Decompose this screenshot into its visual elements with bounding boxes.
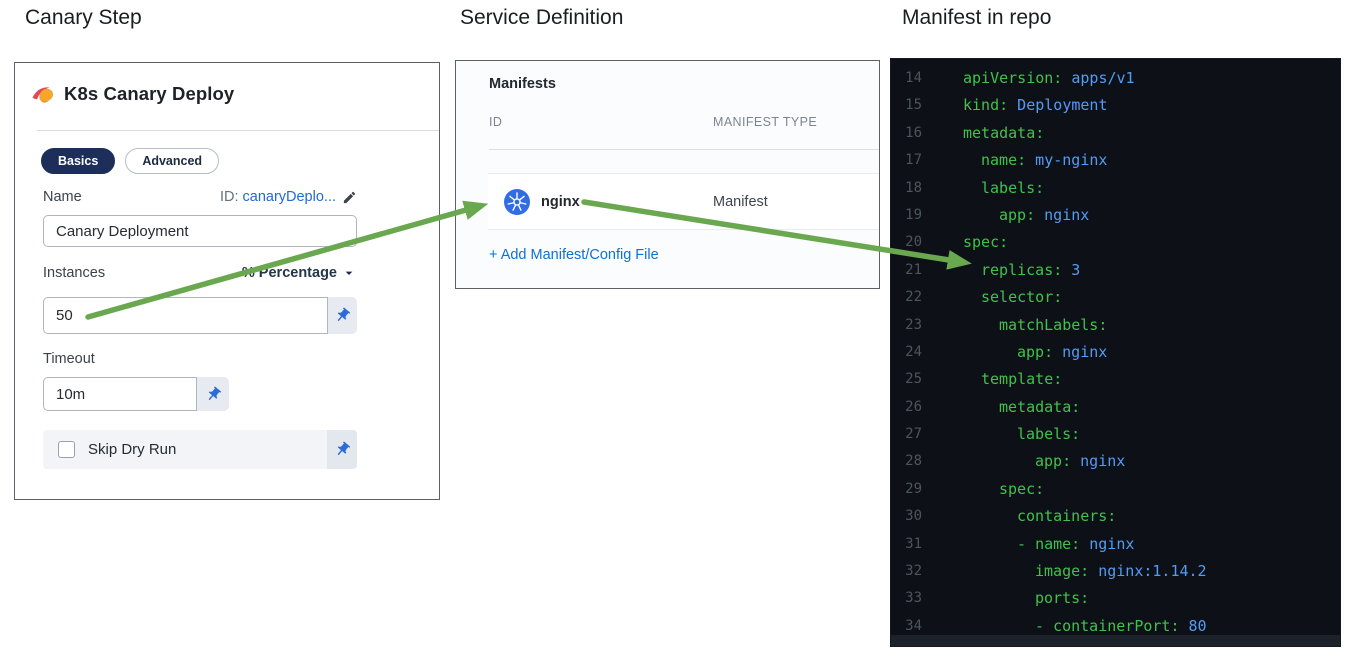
name-label: Name bbox=[43, 189, 82, 205]
table-divider bbox=[489, 149, 879, 150]
manifest-id-cell: nginx bbox=[541, 193, 580, 210]
column-id: ID bbox=[489, 115, 503, 129]
tab-advanced[interactable]: Advanced bbox=[125, 148, 220, 174]
step-heading: K8s Canary Deploy bbox=[64, 83, 235, 104]
tab-basics[interactable]: Basics bbox=[41, 148, 116, 174]
name-field-row: Name ID: canaryDeplo... bbox=[43, 189, 357, 205]
kubernetes-icon bbox=[504, 188, 530, 215]
step-header: K8s Canary Deploy bbox=[32, 83, 234, 105]
step-id-link[interactable]: ID: canaryDeplo... bbox=[220, 189, 357, 205]
canary-step-panel: K8s Canary Deploy Basics Advanced Name I… bbox=[14, 62, 440, 500]
instances-input-group: 50 bbox=[43, 297, 357, 334]
add-manifest-link[interactable]: + Add Manifest/Config File bbox=[489, 247, 659, 263]
service-definition-panel: Manifests ID MANIFEST TYPE bbox=[455, 60, 880, 289]
skip-dry-run-row: Skip Dry Run bbox=[43, 430, 357, 469]
manifest-table-header: ID MANIFEST TYPE bbox=[489, 115, 863, 129]
skip-dry-run-checkbox[interactable] bbox=[58, 441, 75, 458]
timeout-field-row: Timeout bbox=[43, 351, 357, 367]
manifest-type-cell: Manifest bbox=[713, 193, 768, 210]
instances-pin-button[interactable] bbox=[328, 297, 357, 334]
timeout-input[interactable]: 10m bbox=[43, 377, 197, 411]
service-definition-title: Service Definition bbox=[460, 6, 624, 29]
manifest-row-nginx[interactable]: nginx Manifest bbox=[488, 173, 879, 230]
skip-dry-run-label: Skip Dry Run bbox=[88, 441, 177, 458]
code-line-name: 31- name: nginx bbox=[905, 534, 1135, 553]
canary-step-title: Canary Step bbox=[25, 6, 142, 29]
instances-unit-dropdown[interactable]: % Percentage bbox=[242, 265, 357, 281]
code-line-containerPort: 34- containerPort: 80 bbox=[905, 616, 1207, 635]
instances-label: Instances bbox=[43, 265, 106, 281]
instances-input[interactable]: 50 bbox=[43, 297, 328, 334]
canary-bird-icon bbox=[32, 83, 56, 105]
name-input[interactable]: Canary Deployment bbox=[43, 215, 357, 247]
id-prefix: ID: bbox=[219, 189, 239, 205]
timeout-pin-button[interactable] bbox=[197, 377, 229, 411]
instances-field-row: Instances % Percentage bbox=[43, 265, 357, 281]
edit-pencil-icon[interactable] bbox=[342, 190, 357, 205]
manifests-heading: Manifests bbox=[489, 76, 556, 92]
chevron-down-icon bbox=[341, 265, 357, 281]
timeout-input-group: 10m bbox=[43, 377, 229, 411]
editor-scrollbar[interactable] bbox=[891, 635, 1340, 646]
skip-dry-run-pin-button[interactable] bbox=[327, 430, 357, 469]
id-value: canaryDeplo... bbox=[242, 189, 337, 205]
timeout-label: Timeout bbox=[43, 351, 95, 367]
header-divider bbox=[37, 130, 439, 131]
column-manifest-type: MANIFEST TYPE bbox=[713, 115, 818, 129]
step-tabs: Basics Advanced bbox=[41, 148, 220, 174]
unit-dropdown-value: % Percentage bbox=[241, 265, 337, 281]
manifest-in-repo-title: Manifest in repo bbox=[902, 6, 1052, 29]
